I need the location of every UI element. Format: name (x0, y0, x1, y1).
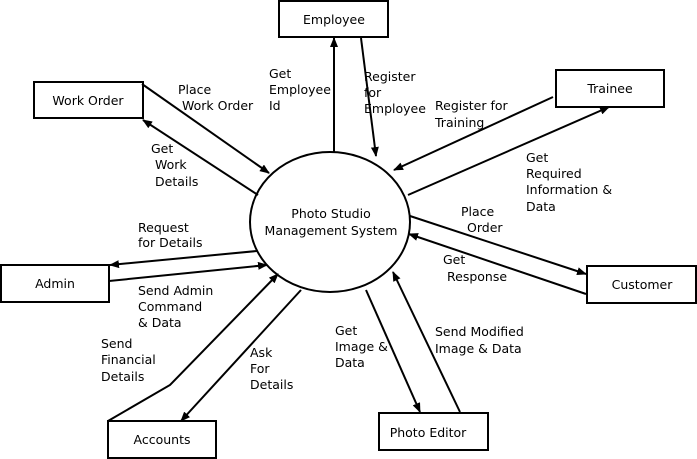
work-order-label: Work Order (52, 93, 124, 108)
flow-label-register-for-employee: Register for Employee (364, 69, 426, 116)
flow-arrow-send-financial-details (107, 273, 279, 422)
flow-label-register-for-training: Register for Training (434, 98, 512, 130)
flow-label-send-admin-command: Send Admin Command & Data (138, 283, 217, 330)
photo-editor-label: Photo Editor (390, 425, 467, 440)
flow-arrow-get-work-details (142, 119, 259, 196)
flow-arrow-place-work-order (141, 83, 270, 174)
flow-arrow-send-modified-image (392, 271, 461, 413)
entity-customer: Customer (586, 265, 697, 304)
entity-work-order: Work Order (33, 81, 144, 119)
flow-label-get-response: Get Response (443, 252, 507, 284)
entity-photo-editor: Photo Editor (378, 412, 489, 451)
photo-editor-box (378, 412, 489, 451)
process-circle (249, 151, 411, 293)
flow-arrow-request-for-details (109, 250, 258, 269)
flow-arrow-register-for-training (393, 96, 554, 171)
flow-label-send-modified-image: Send Modified Image & Data (435, 324, 528, 356)
admin-box (0, 264, 110, 303)
flow-arrow-get-required-info (407, 106, 610, 196)
flow-label-get-required-info: Get Required Information & Data (526, 150, 616, 214)
customer-box (586, 265, 697, 304)
admin-label: Admin (35, 276, 75, 291)
flow-label-ask-for-details: Ask For Details (250, 345, 293, 392)
flow-arrow-get-image-data (365, 289, 421, 413)
employee-label: Employee (303, 12, 365, 27)
entity-trainee: Trainee (555, 69, 665, 108)
flow-arrow-place-order (409, 215, 587, 275)
work-order-box (33, 81, 144, 119)
accounts-label: Accounts (134, 432, 191, 447)
process-node: Photo Studio Management System (249, 151, 411, 293)
flow-label-request-for-details: Request for Details (138, 220, 203, 250)
flow-label-send-financial-details: Send Financial Details (101, 336, 160, 384)
flow-arrow-register-for-employee (360, 37, 379, 157)
employee-box (278, 0, 389, 38)
entity-admin: Admin (0, 264, 110, 303)
entity-employee: Employee (278, 0, 389, 38)
trainee-box (555, 69, 665, 108)
accounts-box (107, 420, 217, 459)
process-label: Photo Studio Management System (265, 206, 398, 238)
customer-label: Customer (612, 277, 674, 292)
flow-arrow-get-response (408, 233, 587, 295)
trainee-label: Trainee (586, 81, 633, 96)
entity-accounts: Accounts (107, 420, 217, 459)
flow-arrow-ask-for-details (180, 289, 302, 422)
flow-label-place-work-order: Place Work Order (178, 82, 254, 113)
flow-arrow-send-admin-command (108, 261, 268, 282)
flow-label-place-order: Place Order (461, 204, 503, 235)
flow-label-get-work-details: Get Work Details (151, 141, 198, 189)
flow-label-get-employee-id: Get Employee Id (269, 66, 335, 113)
flow-label-get-image-data: Get Image & Data (335, 323, 392, 370)
